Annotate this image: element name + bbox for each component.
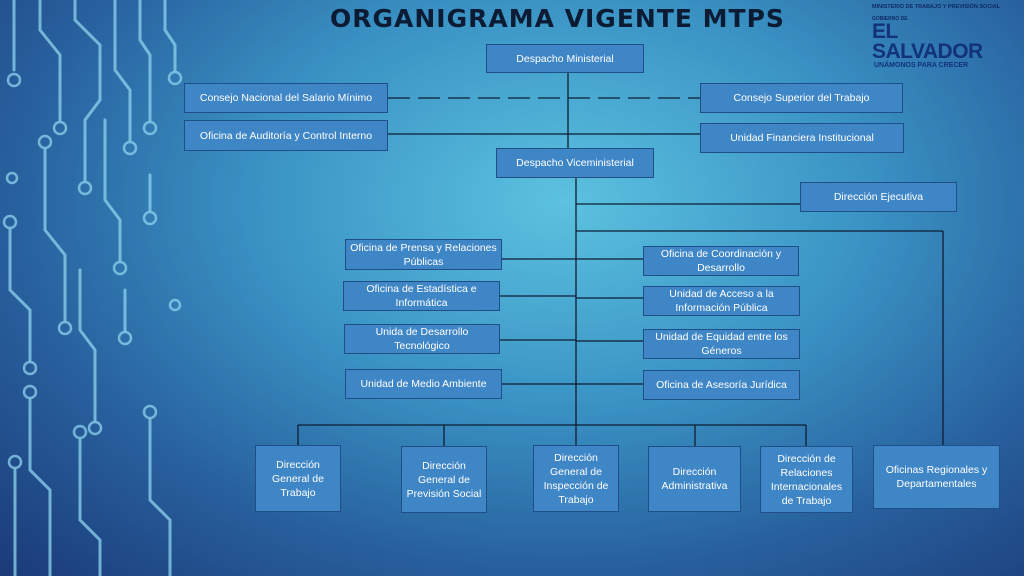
circuit-decoration [2,0,183,576]
node-consejo-superior-trabajo: Consejo Superior del Trabajo [700,83,903,113]
node-desarrollo-tecnologico: Unida de Desarrollo Tecnológico [344,324,500,354]
node-acceso-informacion: Unidad de Acceso a la Información Públic… [643,286,800,316]
node-dg-trabajo: Dirección General de Trabajo [255,445,341,512]
node-oficinas-regionales: Oficinas Regionales y Departamentales [873,445,1000,509]
logo-slogan-text: UNÁMONOS PARA CRECER [874,62,969,69]
node-direccion-administrativa: Dirección Administrativa [648,446,741,512]
node-auditoria-control-interno: Oficina de Auditoría y Control Interno [184,120,388,151]
node-unidad-financiera: Unidad Financiera Institucional [700,123,904,153]
ministry-logo: MINISTERIO DE TRABAJO Y PREVISIÓN SOCIAL… [856,4,1008,69]
logo-ministry-text: MINISTERIO DE TRABAJO Y PREVISIÓN SOCIAL [872,4,1001,10]
node-equidad-generos: Unidad de Equidad entre los Géneros [643,329,800,359]
node-consejo-salario-minimo: Consejo Nacional del Salario Mínimo [184,83,388,113]
node-despacho-ministerial: Despacho Ministerial [486,44,644,73]
node-medio-ambiente: Unidad de Medio Ambiente [345,369,502,399]
node-direccion-ejecutiva: Dirección Ejecutiva [800,182,957,212]
node-asesoria-juridica: Oficina de Asesoría Jurídica [643,370,800,400]
page-title: ORGANIGRAMA VIGENTE MTPS [330,4,785,33]
logo-government-text: GOBIERNO DE [872,16,908,22]
node-dg-prevision-social: Dirección General de Previsión Social [401,446,487,513]
logo-country-text: EL SALVADOR [872,20,983,63]
node-relaciones-internacionales: Dirección de Relaciones Internacionales … [760,446,853,513]
node-prensa-relaciones: Oficina de Prensa y Relaciones Públicas [345,239,502,270]
node-coordinacion-desarrollo: Oficina de Coordinación y Desarrollo [643,246,799,276]
node-dg-inspeccion-trabajo: Dirección General de Inspección de Traba… [533,445,619,512]
node-despacho-viceministerial: Despacho Viceministerial [496,148,654,178]
node-estadistica-informatica: Oficina de Estadística e Informática [343,281,500,311]
